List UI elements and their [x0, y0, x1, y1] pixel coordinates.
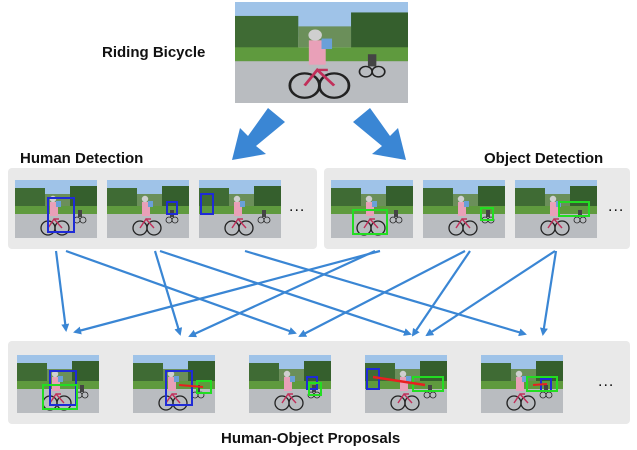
proposal-thumb [133, 355, 215, 413]
human-detection-thumb [15, 180, 97, 238]
object-detection-label: Object Detection [484, 150, 604, 167]
action-label: Riding Bicycle [102, 44, 206, 61]
proposal-thumb [17, 355, 99, 413]
human-detection-thumb [199, 180, 281, 238]
input-scene-image [235, 2, 408, 103]
object-detection-thumb [331, 180, 413, 238]
human-detection-ellipsis: ... [289, 198, 306, 215]
proposals-panel: ... [8, 341, 630, 424]
human-detection-label: Human Detection [20, 150, 144, 167]
proposals-label: Human-Object Proposals [221, 430, 401, 447]
proposals-ellipsis: ... [598, 373, 615, 390]
arrow-to-object-detection [353, 108, 406, 160]
proposal-thumb [249, 355, 331, 413]
proposal-thumb [365, 355, 447, 413]
proposal-thumb [481, 355, 563, 413]
arrow-to-human-detection [232, 108, 285, 160]
proposal-connection-arrows [54, 249, 558, 338]
object-detection-panel: ... [324, 168, 630, 249]
object-detection-ellipsis: ... [608, 198, 625, 215]
object-detection-thumb [515, 180, 597, 238]
human-detection-thumb [107, 180, 189, 238]
object-detection-thumb [423, 180, 505, 238]
human-detection-panel: ... [8, 168, 317, 249]
